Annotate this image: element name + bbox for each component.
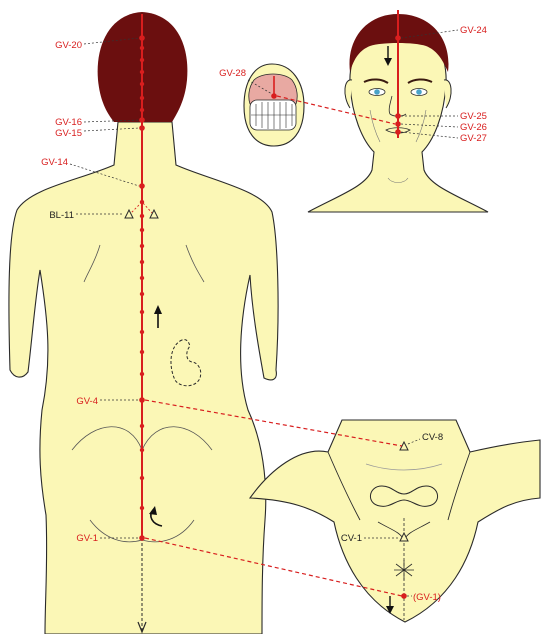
point-gv1-perineum <box>401 593 407 599</box>
meridian-dot <box>140 372 144 376</box>
label-gv16: GV-16 <box>55 117 82 128</box>
point-gv24 <box>395 35 401 41</box>
meridian-dot <box>140 310 144 314</box>
meridian-dot <box>140 506 144 510</box>
label-gv4: GV-4 <box>76 396 98 407</box>
meridian-dot <box>140 424 144 428</box>
point-gv25 <box>395 113 401 119</box>
meridian-dot <box>140 260 144 264</box>
label-gv26: GV-26 <box>460 122 487 133</box>
ear-right <box>444 80 451 108</box>
label-gv20: GV-20 <box>55 40 82 51</box>
label-gv25: GV-25 <box>460 111 487 122</box>
meridian-dot <box>140 350 144 354</box>
label-gv15: GV-15 <box>55 128 82 139</box>
label-gv1: GV-1 <box>76 533 98 544</box>
label-gv27: GV-27 <box>460 133 487 144</box>
meridian-dot <box>140 228 144 232</box>
face-figure: GV-24 GV-25 GV-26 GV-27 <box>308 10 488 212</box>
meridian-dot <box>140 82 144 86</box>
meridian-dot <box>140 276 144 280</box>
point-gv4 <box>139 397 145 403</box>
iris-left <box>374 89 380 95</box>
meridian-dot <box>140 96 144 100</box>
point-gv20 <box>139 35 145 41</box>
perineum-body <box>250 420 540 622</box>
meridian-dot <box>140 244 144 248</box>
gums <box>249 74 297 104</box>
label-cv1: CV-1 <box>341 533 362 544</box>
meridian-dot <box>140 108 144 112</box>
meridian-dot <box>140 46 144 50</box>
meridian-dot <box>140 70 144 74</box>
label-gv14: GV-14 <box>41 157 68 168</box>
point-gv15 <box>139 125 145 131</box>
meridian-dot <box>140 200 144 204</box>
label-gv28: GV-28 <box>219 68 246 79</box>
meridian-dot <box>140 292 144 296</box>
meridian-dot <box>140 58 144 62</box>
label-gv1-perineum: (GV-1) <box>413 592 441 603</box>
meridian-dot <box>140 330 144 334</box>
back-body <box>9 122 278 634</box>
meridian-dot <box>140 214 144 218</box>
mouth-figure: GV-28 <box>219 64 304 146</box>
meridian-dot <box>140 448 144 452</box>
label-bl11: BL-11 <box>49 210 74 221</box>
point-gv27 <box>395 129 401 135</box>
label-gv24: GV-24 <box>460 25 487 36</box>
point-gv1 <box>139 535 145 541</box>
point-gv28 <box>271 93 277 99</box>
perineum-figure: CV-8 CV-1 (GV-1) <box>250 420 540 622</box>
point-gv14 <box>139 183 145 189</box>
ear-left <box>345 80 352 108</box>
iris-right <box>416 89 422 95</box>
label-cv8: CV-8 <box>422 432 443 443</box>
meridian-dot <box>140 476 144 480</box>
back-figure: GV-20 GV-16 GV-15 GV-14 BL-11 GV-4 GV-1 <box>9 12 278 634</box>
point-gv26 <box>395 121 401 127</box>
point-gv16 <box>139 117 145 123</box>
